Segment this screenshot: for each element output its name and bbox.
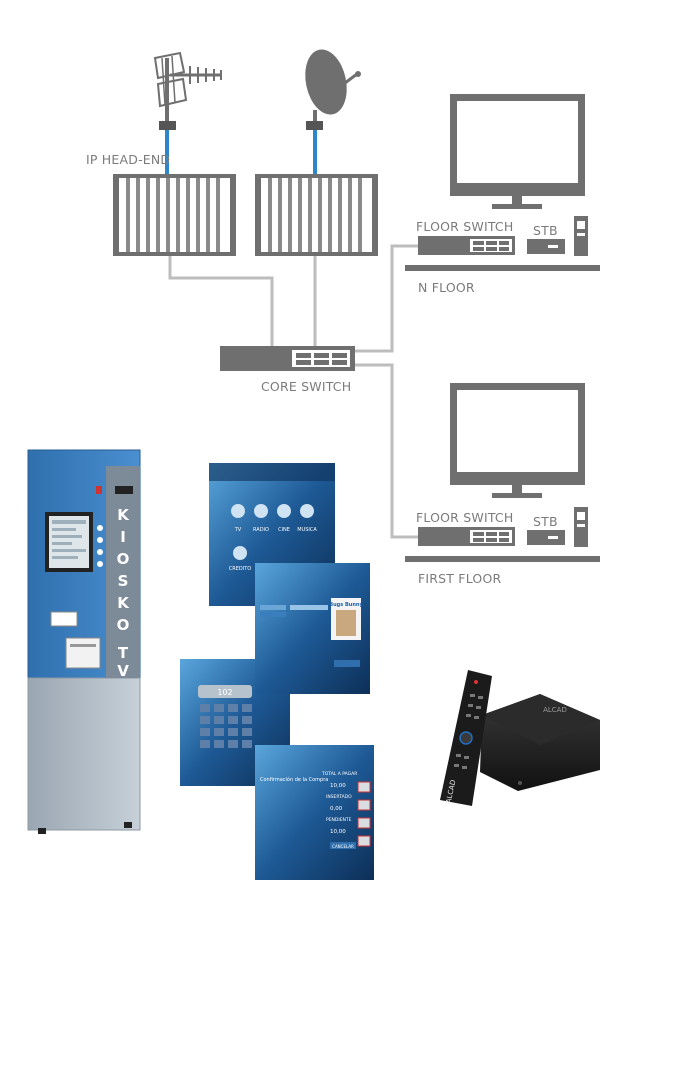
pending-value: 10,00 <box>330 829 346 835</box>
floor-shelf <box>405 556 600 562</box>
kiosk-letter: V <box>117 662 129 680</box>
screen-movie-select <box>255 563 370 694</box>
pending-label: PENDIENTE <box>326 817 352 823</box>
stb-product <box>480 694 600 791</box>
keypad-display: 102 <box>217 688 232 697</box>
stb-box-icon <box>527 530 565 545</box>
label-core-switch: CORE SWITCH <box>261 379 352 394</box>
inserted-label: INSERTADO <box>326 794 352 800</box>
n-floor-group <box>405 94 600 271</box>
total-value: 10,00 <box>330 783 346 789</box>
menu-item: CINE <box>278 527 290 533</box>
label-ip-head-end: IP HEAD-END <box>86 152 171 167</box>
movie-poster-title: Bugs Bunny <box>329 602 363 608</box>
screen-purchase-confirm <box>255 745 374 880</box>
menu-item: CREDITO <box>229 566 252 572</box>
kiosk-letter: T <box>118 644 129 662</box>
kiosk-letter: K <box>117 594 130 612</box>
floor-switch-icon <box>418 236 515 255</box>
kiosk-letter: S <box>118 572 129 590</box>
kiosk-letter: O <box>117 616 130 634</box>
menu-item: MUSICA <box>297 527 317 533</box>
cancel-label: CANCELAR <box>332 844 354 849</box>
link-core-firstfloor <box>355 363 418 539</box>
total-label: TOTAL A PAGAR <box>321 771 357 777</box>
label-first-floor: FIRST FLOOR <box>418 571 502 586</box>
satellite-dish-icon <box>305 49 361 176</box>
label-floor-switch-first: FLOOR SWITCH <box>416 510 514 525</box>
kiosk-letter: O <box>117 550 130 568</box>
kiosk-letter: I <box>120 528 126 546</box>
first-floor-group <box>405 383 600 562</box>
floor-shelf <box>405 265 600 271</box>
label-floor-switch-n: FLOOR SWITCH <box>416 219 514 234</box>
remote-control-icon <box>574 216 588 256</box>
stb-box-icon <box>527 239 565 254</box>
headend-rack-1 <box>113 174 236 256</box>
tv-monitor-icon <box>450 94 585 209</box>
kiosk-letter: K <box>117 506 130 524</box>
menu-item: TV <box>234 527 242 533</box>
core-switch-icon <box>220 346 355 371</box>
kiosk-machine: K I O S K O T V <box>27 449 141 834</box>
link-headend1-core <box>168 256 274 346</box>
label-stb-first: STB <box>533 514 558 529</box>
terrestrial-antenna-icon <box>153 51 222 176</box>
connection-lines <box>168 244 418 539</box>
remote-control-icon <box>574 507 588 547</box>
headend-rack-2 <box>255 174 378 256</box>
remote-product <box>440 670 492 806</box>
label-n-floor: N FLOOR <box>418 280 475 295</box>
link-core-nfloor <box>355 244 418 353</box>
floor-switch-icon <box>418 527 515 546</box>
stb-brand: ALCAD <box>543 706 567 714</box>
menu-item: RADIO <box>253 527 269 533</box>
tv-monitor-icon <box>450 383 585 498</box>
inserted-value: 0,00 <box>330 806 343 812</box>
label-stb-n: STB <box>533 223 558 238</box>
purchase-title: Confirmación de la Compra <box>260 776 328 783</box>
